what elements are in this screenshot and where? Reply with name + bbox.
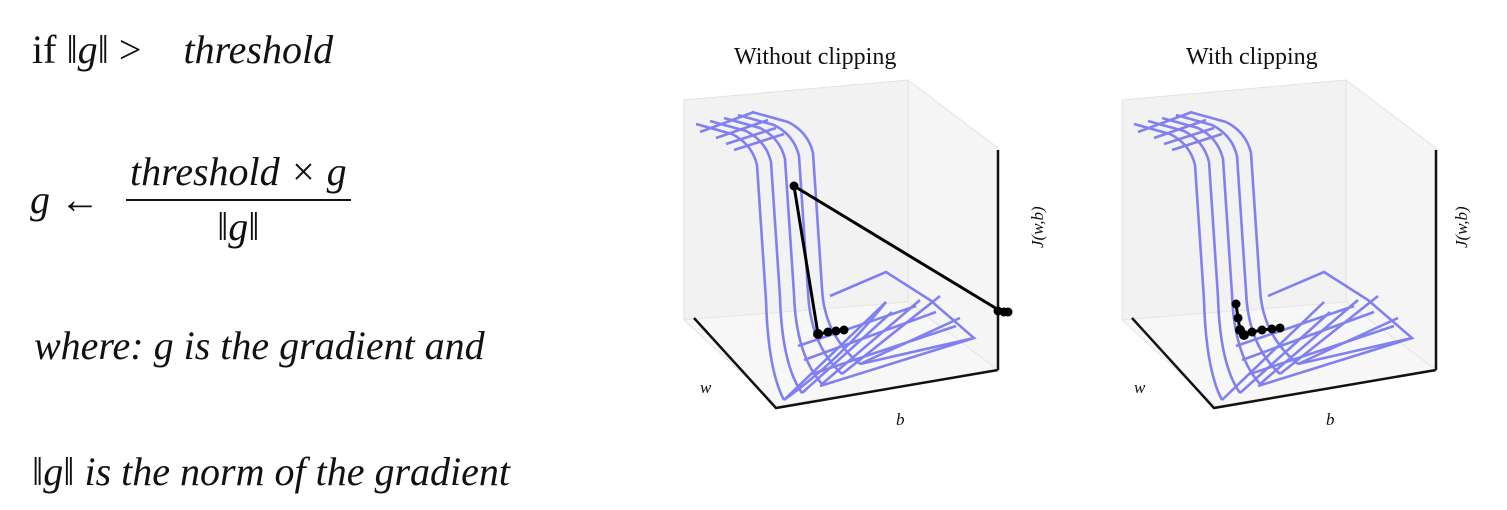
surface-plot-svg xyxy=(1120,78,1438,410)
plot-without-clipping: Without clipping w b J(w,b) xyxy=(660,0,1047,450)
floor-axes xyxy=(693,317,999,410)
back-pane-left xyxy=(1121,79,1347,321)
gradient-path-clipped xyxy=(1231,299,1285,340)
assign-arrow: ← xyxy=(60,176,100,222)
definition-norm: ‖g‖ is the norm of the gradient xyxy=(32,449,510,494)
threshold-term: threshold xyxy=(183,27,334,72)
greater-than: > xyxy=(118,27,142,72)
if-keyword: if xyxy=(32,27,57,72)
plot-title: With clipping xyxy=(1186,44,1318,70)
plot-title: Without clipping xyxy=(734,44,897,70)
gradient-path-unclipped xyxy=(789,181,1013,339)
gradient-symbol: g xyxy=(30,176,50,222)
b-axis-label: b xyxy=(896,410,905,429)
plot-with-clipping: With clipping w b J(w,b) xyxy=(1098,0,1498,450)
fraction-denominator: ‖g‖ xyxy=(217,204,260,249)
clip-condition: if ‖g‖ > threshold xyxy=(32,26,333,73)
definition-gradient: where: g is the gradient and xyxy=(34,323,485,368)
b-axis-label: b xyxy=(1326,410,1335,429)
w-axis-label: w xyxy=(1134,378,1146,397)
floor-axes xyxy=(1131,317,1437,410)
fraction: threshold × g ‖g‖ xyxy=(126,148,351,250)
clip-update-rule: g ← threshold × g ‖g‖ xyxy=(30,148,351,250)
j-axis-label: J(w,b) xyxy=(1028,206,1047,248)
gradient-norm: ‖g‖ xyxy=(66,27,109,72)
j-axis-label: J(w,b) xyxy=(1452,206,1471,248)
loss-surface xyxy=(695,110,977,402)
formula-panel: if ‖g‖ > threshold g ← threshold × g ‖g‖… xyxy=(0,0,640,510)
loss-surface xyxy=(1133,110,1415,401)
surface-plot-svg xyxy=(682,78,1013,410)
w-axis-label: w xyxy=(700,378,712,397)
fraction-numerator: threshold × g xyxy=(126,148,351,201)
